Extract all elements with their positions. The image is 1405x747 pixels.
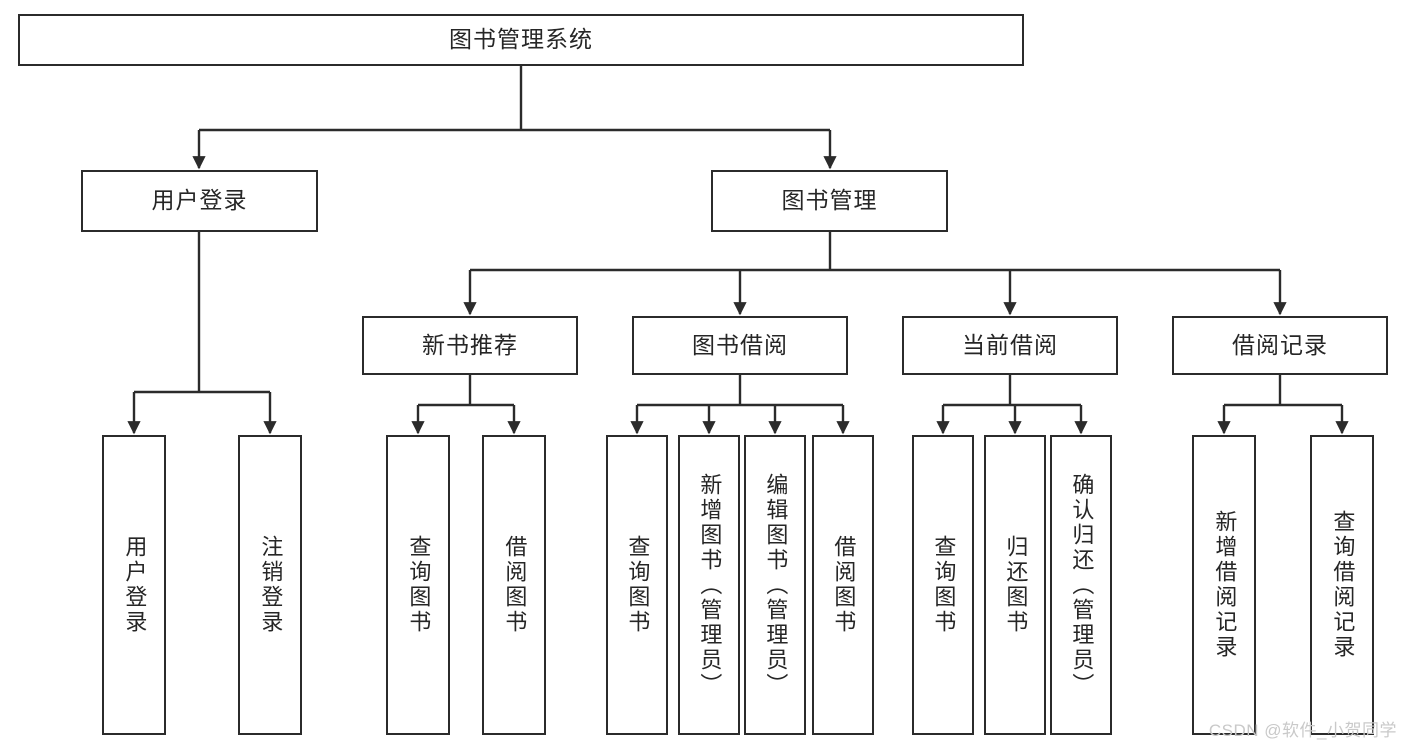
node-leaf-query-borrow-record[interactable]: 查询借阅记录	[1310, 435, 1374, 735]
node-leaf-borrow-book-new-label: 借阅图书	[502, 535, 528, 635]
node-leaf-confirm-return-admin[interactable]: 确认归还（管理员）	[1050, 435, 1112, 735]
node-root[interactable]: 图书管理系统	[18, 14, 1024, 66]
node-leaf-return-book-label: 归还图书	[1003, 535, 1029, 635]
node-level1-book-management[interactable]: 图书管理	[711, 170, 948, 232]
node-level2-book-borrow-label: 图书借阅	[692, 331, 788, 358]
node-leaf-add-borrow-record[interactable]: 新增借阅记录	[1192, 435, 1256, 735]
node-leaf-user-login[interactable]: 用户登录	[102, 435, 166, 735]
node-leaf-add-borrow-record-label: 新增借阅记录	[1212, 510, 1238, 660]
node-level1-user-login[interactable]: 用户登录	[81, 170, 318, 232]
node-level2-book-borrow[interactable]: 图书借阅	[632, 316, 848, 375]
node-leaf-logout-label: 注销登录	[258, 535, 284, 635]
node-leaf-query-book-current[interactable]: 查询图书	[912, 435, 974, 735]
node-level2-current-borrow-label: 当前借阅	[962, 331, 1058, 358]
node-leaf-return-book[interactable]: 归还图书	[984, 435, 1046, 735]
node-leaf-logout[interactable]: 注销登录	[238, 435, 302, 735]
csdn-watermark: CSDN @软件_小贺同学	[1208, 721, 1397, 740]
node-level1-book-management-label: 图书管理	[781, 187, 878, 214]
node-leaf-borrow-book-label: 借阅图书	[831, 535, 857, 635]
node-leaf-query-book-new[interactable]: 查询图书	[386, 435, 450, 735]
node-leaf-user-login-label: 用户登录	[122, 535, 148, 635]
node-level2-borrow-record[interactable]: 借阅记录	[1172, 316, 1388, 375]
node-level2-borrow-record-label: 借阅记录	[1232, 331, 1328, 358]
node-leaf-add-book-admin[interactable]: 新增图书（管理员）	[678, 435, 740, 735]
node-level2-new-book-recommend[interactable]: 新书推荐	[362, 316, 578, 375]
node-leaf-add-book-admin-label: 新增图书（管理员）	[697, 472, 723, 698]
node-leaf-query-book-borrow[interactable]: 查询图书	[606, 435, 668, 735]
node-level2-new-book-recommend-label: 新书推荐	[422, 331, 518, 358]
node-leaf-confirm-return-admin-label: 确认归还（管理员）	[1069, 472, 1095, 698]
node-leaf-borrow-book[interactable]: 借阅图书	[812, 435, 874, 735]
node-leaf-query-borrow-record-label: 查询借阅记录	[1330, 510, 1356, 660]
node-leaf-query-book-current-label: 查询图书	[931, 535, 957, 635]
node-leaf-edit-book-admin[interactable]: 编辑图书（管理员）	[744, 435, 806, 735]
node-leaf-query-book-new-label: 查询图书	[406, 535, 432, 635]
node-leaf-query-book-borrow-label: 查询图书	[625, 535, 651, 635]
node-leaf-edit-book-admin-label: 编辑图书（管理员）	[763, 472, 789, 698]
node-level2-current-borrow[interactable]: 当前借阅	[902, 316, 1118, 375]
node-leaf-borrow-book-new[interactable]: 借阅图书	[482, 435, 546, 735]
node-level1-user-login-label: 用户登录	[151, 187, 248, 214]
node-root-label: 图书管理系统	[449, 26, 593, 53]
